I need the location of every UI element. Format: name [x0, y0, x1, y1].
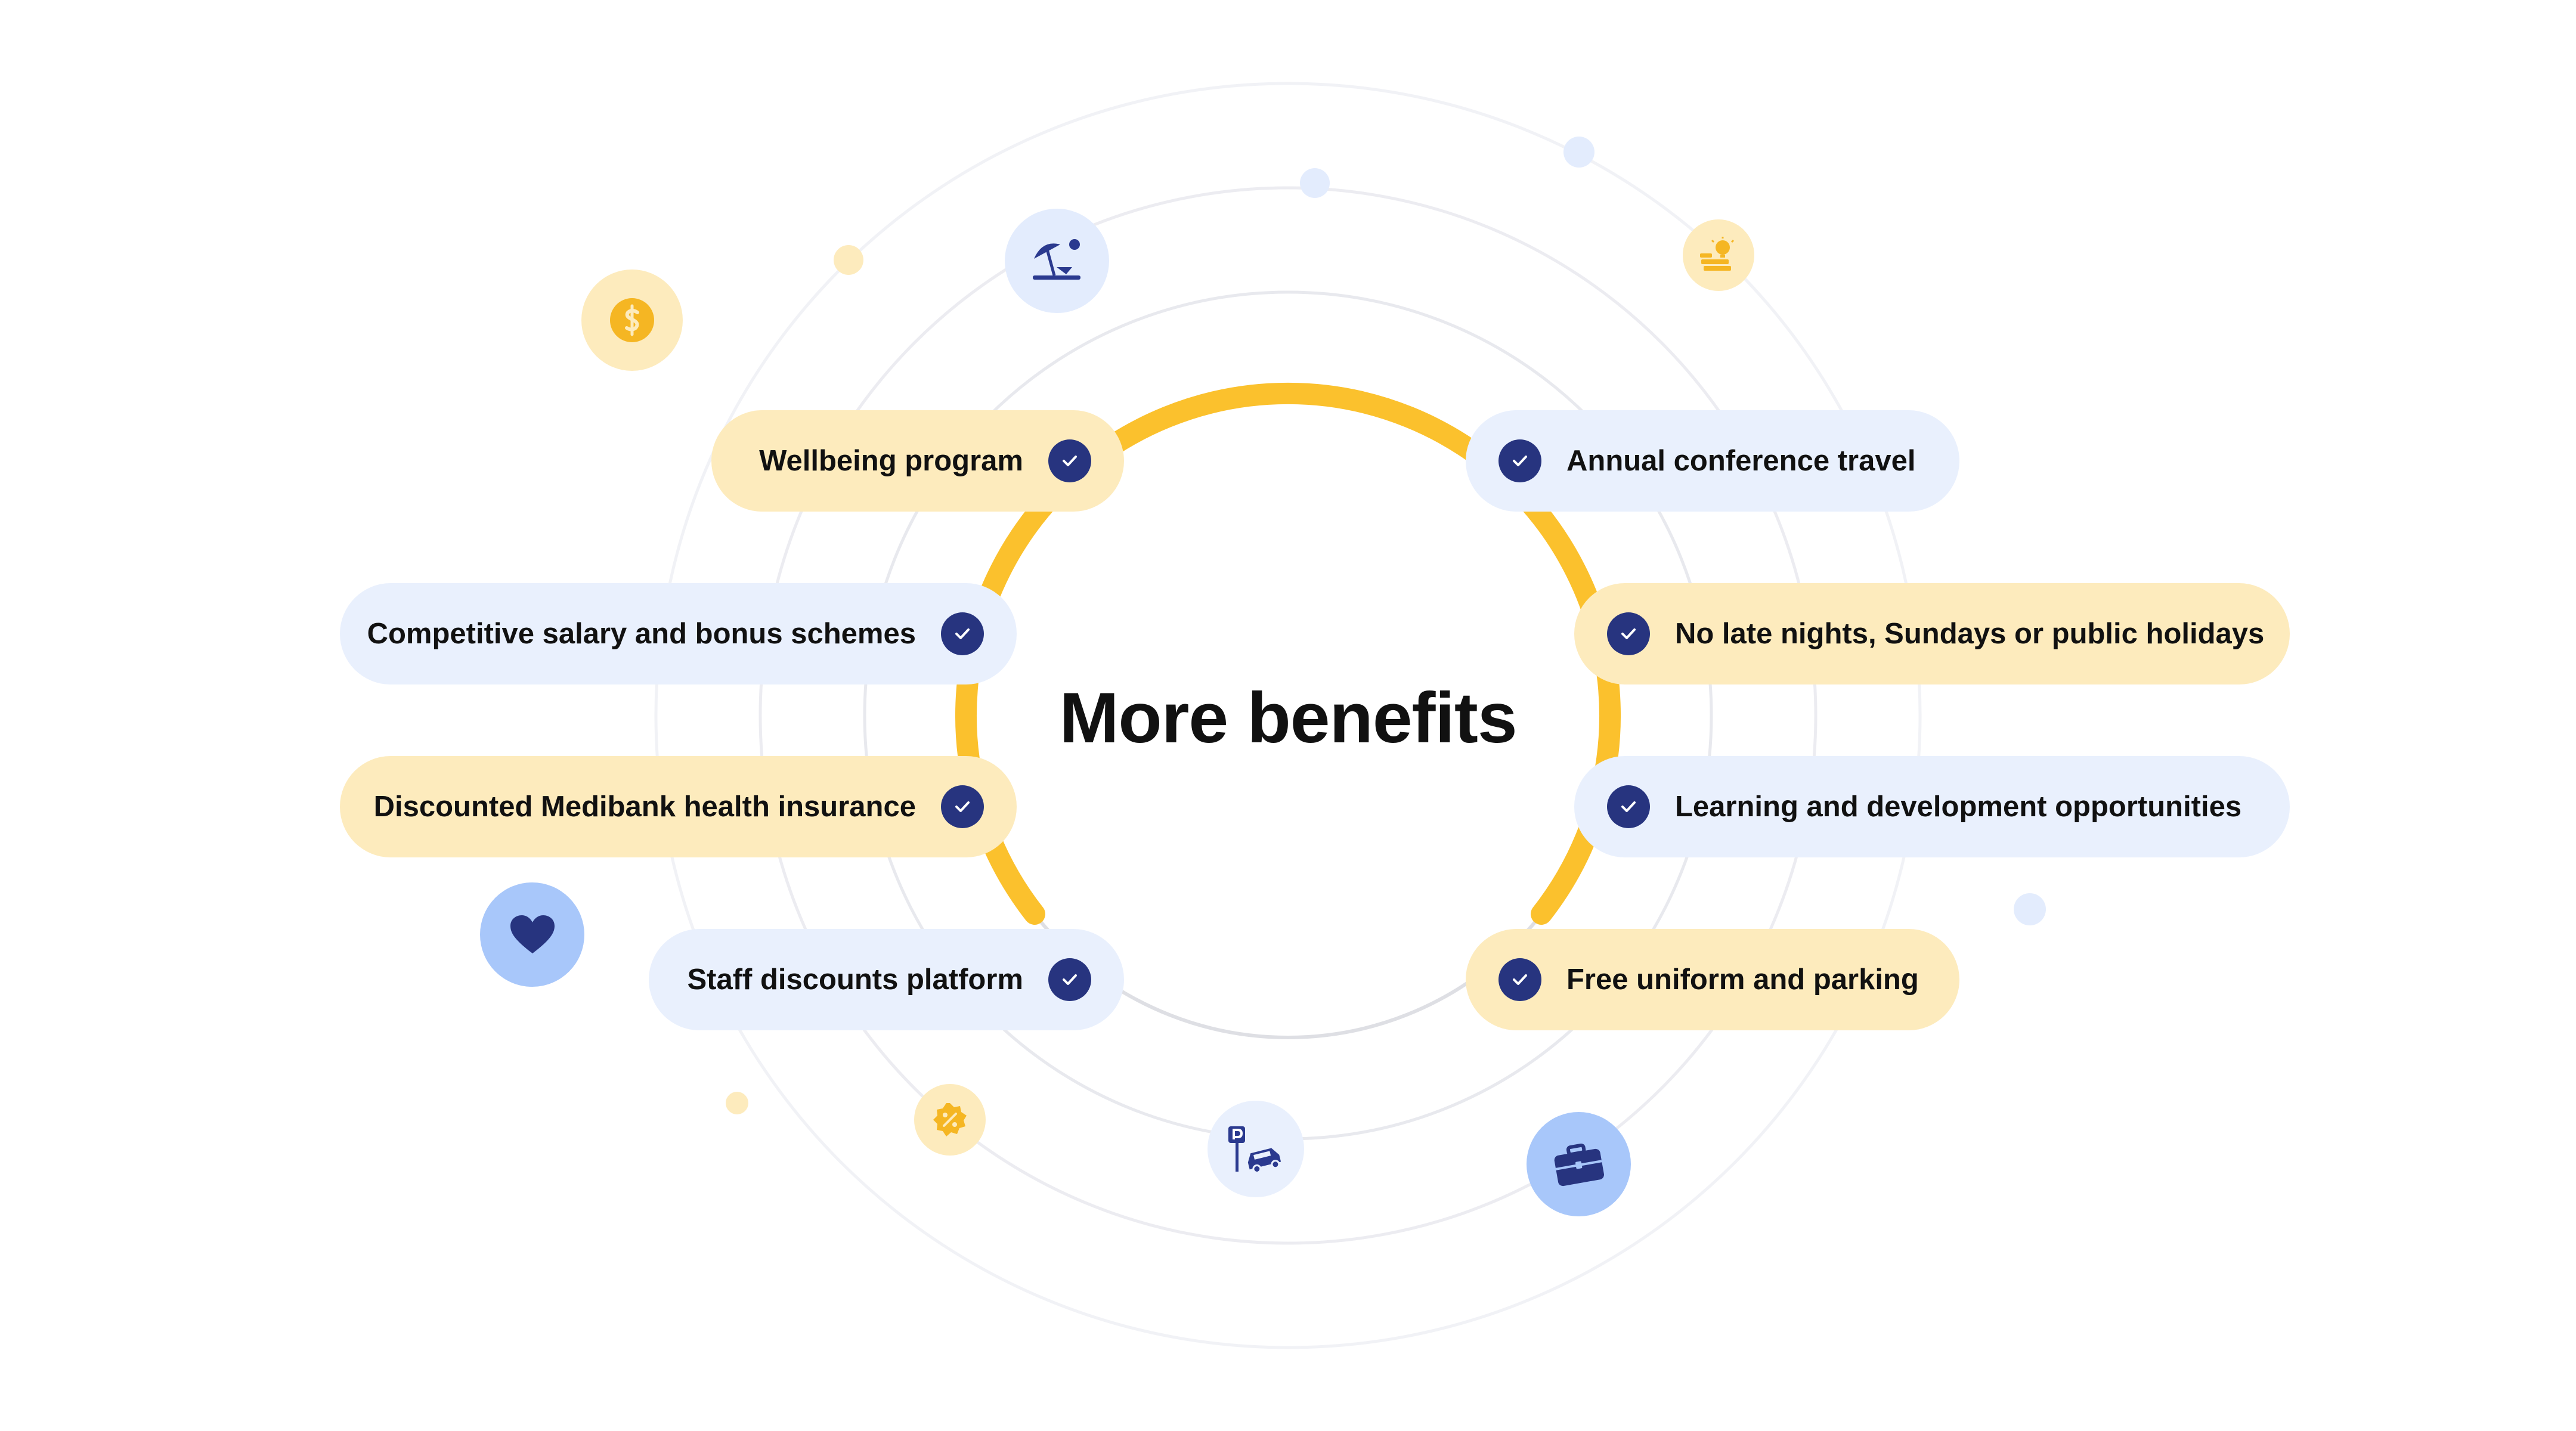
benefit-label: Free uniform and parking [1566, 964, 1919, 996]
benefit-free-uniform-parking: Free uniform and parking [1466, 929, 1959, 1030]
decor-dot [834, 245, 863, 275]
benefit-wellbeing-program: Wellbeing program [711, 410, 1124, 512]
benefit-label: Wellbeing program [759, 445, 1023, 477]
check-icon [941, 785, 984, 828]
benefit-staff-discounts: Staff discounts platform [649, 929, 1124, 1030]
decor-dot [1300, 168, 1330, 198]
discount-badge-icon [914, 1084, 986, 1156]
check-icon [1498, 439, 1541, 482]
outer-ring [654, 82, 1922, 1349]
heart-icon [480, 882, 584, 987]
check-icon [1048, 958, 1091, 1001]
beach-umbrella-icon [1005, 209, 1109, 313]
middle-ring [758, 186, 1818, 1245]
benefit-annual-conference: Annual conference travel [1466, 410, 1959, 512]
decor-dot [1563, 137, 1594, 168]
benefit-label: Staff discounts platform [687, 964, 1023, 996]
money-idea-icon [1683, 219, 1754, 291]
benefit-no-late-nights: No late nights, Sundays or public holida… [1574, 583, 2290, 684]
benefit-label: Discounted Medibank health insurance [373, 791, 916, 823]
benefit-competitive-salary: Competitive salary and bonus schemes [340, 583, 1017, 684]
benefit-label: Annual conference travel [1566, 445, 1916, 477]
diagram-title: More benefits [1059, 678, 1517, 758]
check-icon [941, 612, 984, 655]
benefit-discounted-medibank: Discounted Medibank health insurance [340, 756, 1017, 857]
check-icon [1607, 612, 1650, 655]
check-icon [1607, 785, 1650, 828]
benefit-label: No late nights, Sundays or public holida… [1675, 618, 2265, 650]
benefit-label: Competitive salary and bonus schemes [367, 618, 916, 650]
decor-dot [726, 1092, 748, 1114]
check-icon [1498, 958, 1541, 1001]
benefit-label: Learning and development opportunities [1675, 791, 2242, 823]
briefcase-icon [1527, 1112, 1631, 1216]
dollar-coin-icon [581, 270, 683, 371]
decor-dot [2014, 893, 2046, 925]
core-ring-accent [955, 382, 1621, 925]
check-icon [1048, 439, 1091, 482]
benefit-learning-development: Learning and development opportunities [1574, 756, 2290, 857]
parking-car-icon [1208, 1101, 1304, 1197]
